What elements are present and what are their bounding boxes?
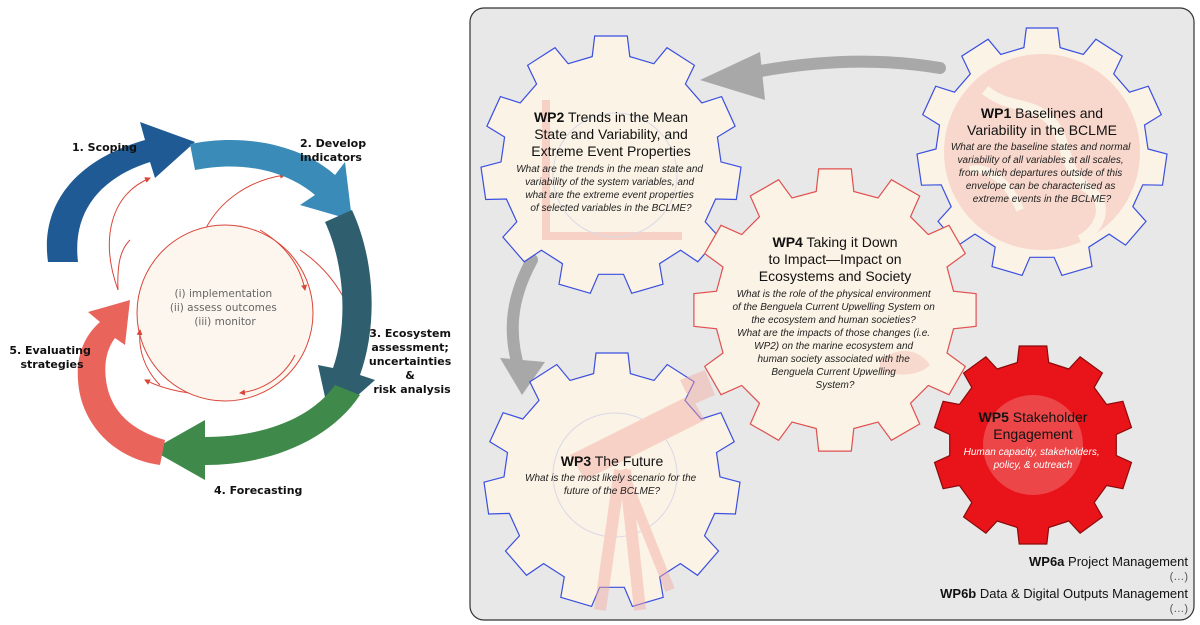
wp4-title-line3: Ecosystems and Society: [759, 268, 912, 284]
inner-circle: [136, 224, 314, 402]
wp4-title: WP4 Taking it Down: [772, 234, 897, 250]
wp2-title-line3: Extreme Event Properties: [531, 143, 691, 159]
arrowhead-wp3: [500, 358, 545, 395]
adaptive-cycle: (i) implementation (ii) assess outcomes …: [9, 122, 455, 497]
wp4-title-line2: to Impact—Impact on: [768, 251, 901, 267]
gear-wp2: [480, 35, 742, 295]
wp1-text: WP1 Baselines and Variability in the BCL…: [951, 105, 1133, 205]
wp5-title-line2: Engagement: [993, 426, 1073, 442]
wp3-question: What is the most likely scenario for the…: [525, 473, 699, 497]
wp4-question: What is the role of the physical environ…: [732, 289, 937, 391]
wp1-title: WP1 Baselines and: [981, 105, 1103, 121]
arrow-assessment: [318, 210, 375, 420]
wp5-text: WP5 Stakeholder Engagement Human capacit…: [964, 409, 1103, 471]
wp2-title: WP2 Trends in the Mean: [534, 109, 688, 125]
step-forecasting-label: 4. Forecasting: [214, 484, 302, 497]
wp2-chart-graphic: [542, 100, 682, 240]
wp1-question: What are the baseline states and normal …: [951, 142, 1133, 205]
wp5-question: Human capacity, stakeholders, policy, & …: [964, 447, 1103, 471]
wp6a-ellipsis: (…): [1170, 571, 1188, 583]
wp2-title-line2: State and Variability, and: [534, 126, 688, 142]
inner-line: (iii) monitor: [194, 316, 256, 328]
arrow-evaluating: [77, 300, 165, 465]
inner-line: (i) implementation: [175, 288, 273, 300]
wp6b-ellipsis: (…): [1170, 603, 1188, 615]
inner-text: (i) implementation (ii) assess outcomes …: [170, 288, 280, 328]
arrow-wp1-to-wp2: [749, 55, 946, 78]
wp3-title: WP3 The Future: [561, 453, 664, 469]
wp1-globe-graphic: [944, 54, 1140, 250]
wp5-title: WP5 Stakeholder: [979, 409, 1088, 425]
arrow-forecasting: [152, 385, 360, 480]
arrow-scoping: [46, 122, 195, 262]
wp6b-label: WP6b Data & Digital Outputs Management: [940, 586, 1188, 601]
inner-arrows: [136, 229, 307, 396]
wp2-text: WP2 Trends in the Mean State and Variabi…: [516, 109, 706, 214]
wp3-telescope-graphic: [552, 370, 715, 611]
arrow-indicators: [190, 139, 352, 220]
wp1-title-line2: Variability in the BCLME: [967, 122, 1117, 138]
wp6-labels: WP6a Project Management (…) WP6b Data & …: [940, 554, 1188, 615]
gear-wp3: [483, 352, 741, 608]
wp4-text: WP4 Taking it Down to Impact—Impact on E…: [732, 234, 937, 391]
arrowhead-wp2: [700, 52, 765, 100]
step-indicators-label: 2. Develop indicators: [300, 137, 370, 164]
step-scoping-label: 1. Scoping: [72, 141, 137, 154]
wp2-question: What are the trends in the mean state an…: [516, 164, 706, 214]
gear-wp4: [693, 168, 977, 452]
wp5-inner-circle: [983, 395, 1083, 495]
wp3-text: WP3 The Future What is the most likely s…: [525, 453, 699, 497]
step-assessment-label: 3. Ecosystem assessment; uncertainties &…: [369, 327, 455, 396]
wp6a-label: WP6a Project Management: [1029, 554, 1188, 569]
step-evaluating-label: 5. Evaluating strategies: [9, 344, 94, 371]
wp4-graphic: [880, 350, 930, 375]
inner-line: (ii) assess outcomes: [170, 302, 277, 314]
gear-wp1: [916, 27, 1168, 277]
